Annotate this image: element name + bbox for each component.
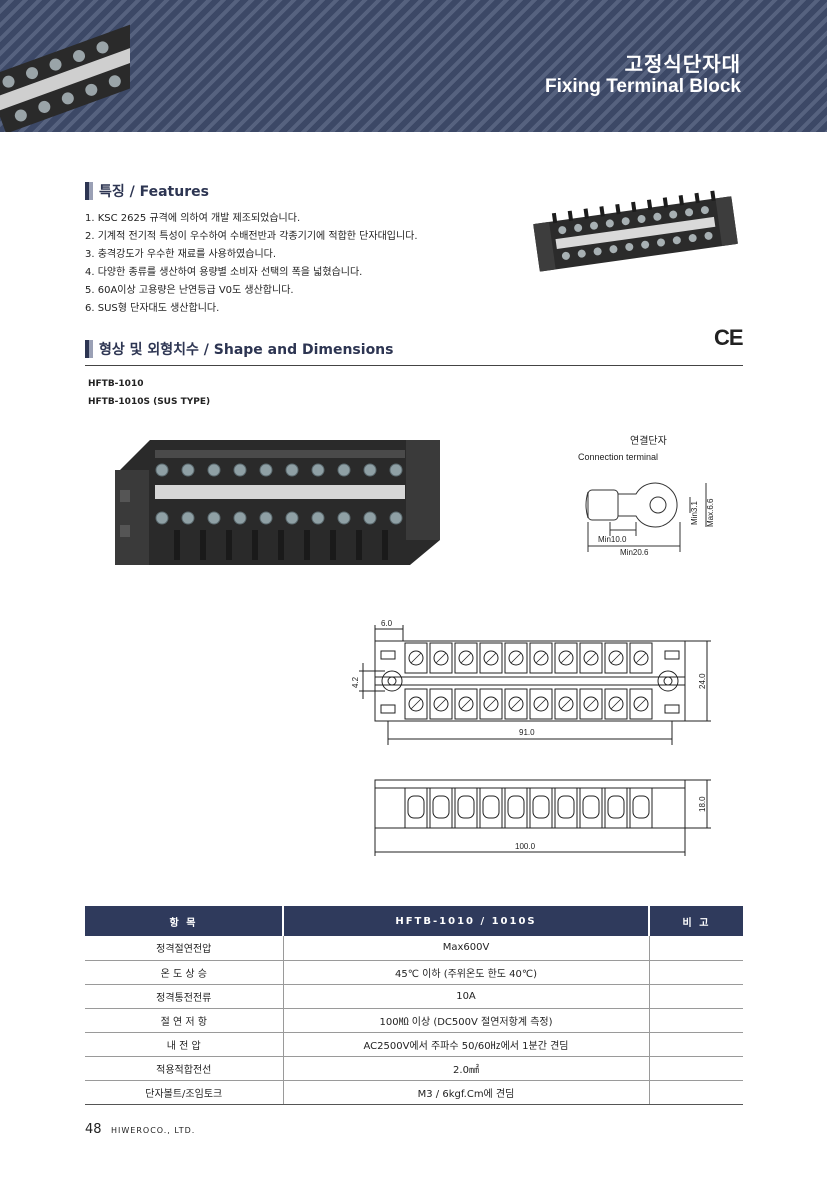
- connection-terminal-label-en: Connection terminal: [578, 452, 658, 462]
- spec-value: 10A: [283, 984, 650, 1009]
- page-title-korean: 고정식단자대: [624, 52, 741, 76]
- spec-label: 정격절연전압: [85, 936, 284, 961]
- spec-value: M3 / 6kgf.Cm에 견딤: [283, 1080, 650, 1105]
- feature-item: 4. 다양한 종류를 생산하여 용량별 소비자 선택의 폭을 넓혔습니다.: [85, 267, 363, 278]
- side-view-drawing: 18.0 100.0: [374, 779, 711, 856]
- spec-table-header: 항 목 HFTB-1010 / 1010S 비 고: [85, 906, 743, 936]
- top-view-drawing: 6.0 4.2 24.0 91.0: [351, 619, 711, 745]
- connection-terminal-label-ko: 연결단자: [630, 435, 667, 447]
- dim-height-side: 18.0: [698, 796, 707, 812]
- connection-terminal-drawing: 연결단자 Connection terminal Min10.0 Min20.6…: [578, 435, 715, 557]
- product-photo-small: [533, 190, 738, 272]
- model-names: HFTB-1010 HFTB-1010S (SUS TYPE): [88, 375, 210, 411]
- feature-item: 3. 충격강도가 우수한 재료를 사용하였습니다.: [85, 249, 277, 260]
- feature-item: 2. 기계적 전기적 특성이 우수하여 수배전반과 각종기기에 적합한 단자대입…: [85, 231, 418, 242]
- spec-label: 절 연 저 항: [85, 1008, 284, 1033]
- header-banner: 고정식단자대 Fixing Terminal Block: [0, 0, 827, 132]
- spec-remark: [649, 1080, 743, 1105]
- heading-bar-icon: [85, 182, 93, 200]
- product-photo-large: [115, 440, 440, 565]
- feature-item: 6. SUS형 단자대도 생산합니다.: [85, 303, 220, 314]
- table-row: 정격통전전류 10A: [85, 984, 743, 1009]
- heading-bar-icon: [85, 340, 93, 358]
- shape-heading-text: 형상 및 외형치수 / Shape and Dimensions: [99, 342, 394, 358]
- dim-width-top: 91.0: [519, 728, 535, 737]
- ce-mark-icon: CE: [714, 325, 744, 350]
- page-title-english: Fixing Terminal Block: [544, 76, 741, 97]
- spec-remark: [649, 984, 743, 1009]
- spec-remark: [649, 936, 743, 961]
- feature-item: 5. 60A이상 고용량은 난연등급 V0도 생산합니다.: [85, 285, 294, 296]
- spec-remark: [649, 960, 743, 985]
- spec-label: 적용적합전선: [85, 1056, 284, 1081]
- table-row: 단자볼트/조임토크 M3 / 6kgf.Cm에 견딤: [85, 1080, 743, 1105]
- company-name: HIWEROCO., LTD.: [111, 1126, 196, 1135]
- spec-remark: [649, 1008, 743, 1033]
- dim-width-side: 100.0: [515, 842, 536, 851]
- spec-label: 단자볼트/조임토크: [85, 1080, 284, 1105]
- dim-min20: Min20.6: [620, 548, 649, 557]
- model-name: HFTB-1010S (SUS TYPE): [88, 397, 211, 407]
- table-row: 온 도 상 승 45℃ 이하 (주위온도 한도 40℃): [85, 960, 743, 985]
- spec-label: 정격통전전류: [85, 984, 284, 1009]
- dim-max6: Max.6.6: [706, 498, 715, 527]
- spec-value: 100㏁ 이상 (DC500V 절연저항계 측정): [283, 1008, 650, 1033]
- table-row: 절 연 저 항 100㏁ 이상 (DC500V 절연저항계 측정): [85, 1008, 743, 1033]
- feature-item: 1. KSC 2625 규격에 의하여 개발 제조되었습니다.: [85, 213, 301, 224]
- dim-hole: 4.2: [351, 676, 360, 688]
- table-row: 적용적합전선 2.0㎟: [85, 1056, 743, 1081]
- dim-min10: Min10.0: [598, 535, 627, 544]
- features-heading: 특징 / Features: [85, 181, 209, 201]
- spec-value: 2.0㎟: [283, 1056, 650, 1081]
- spec-label: 온 도 상 승: [85, 960, 284, 985]
- dim-min3: Min3.1: [690, 500, 699, 525]
- section-divider: [85, 365, 743, 366]
- spec-label: 내 전 압: [85, 1032, 284, 1057]
- dim-height-top: 24.0: [698, 673, 707, 689]
- page-number: 48: [85, 1122, 102, 1137]
- table-row: 내 전 압 AC2500V에서 주파수 50/60㎐에서 1분간 견딤: [85, 1032, 743, 1057]
- header-item: 항 목: [85, 906, 284, 936]
- spec-value: Max600V: [283, 936, 650, 961]
- model-name: HFTB-1010: [88, 379, 144, 389]
- spec-value: 45℃ 이하 (주위온도 한도 40℃): [283, 960, 650, 985]
- spec-table: 항 목 HFTB-1010 / 1010S 비 고 정격절연전압 Max600V…: [85, 906, 743, 1105]
- spec-remark: [649, 1032, 743, 1057]
- spec-value: AC2500V에서 주파수 50/60㎐에서 1분간 견딤: [283, 1032, 650, 1057]
- header-model: HFTB-1010 / 1010S: [283, 906, 650, 936]
- header-remarks: 비 고: [649, 906, 743, 936]
- features-heading-text: 특징 / Features: [99, 184, 209, 200]
- shape-dimensions-heading: 형상 및 외형치수 / Shape and Dimensions: [85, 339, 394, 359]
- spec-remark: [649, 1056, 743, 1081]
- table-row: 정격절연전압 Max600V: [85, 936, 743, 961]
- features-list: 1. KSC 2625 규격에 의하여 개발 제조되었습니다. 2. 기계적 전…: [85, 210, 418, 318]
- dim-pitch: 6.0: [381, 619, 393, 628]
- banner-terminal-photo: [0, 22, 130, 132]
